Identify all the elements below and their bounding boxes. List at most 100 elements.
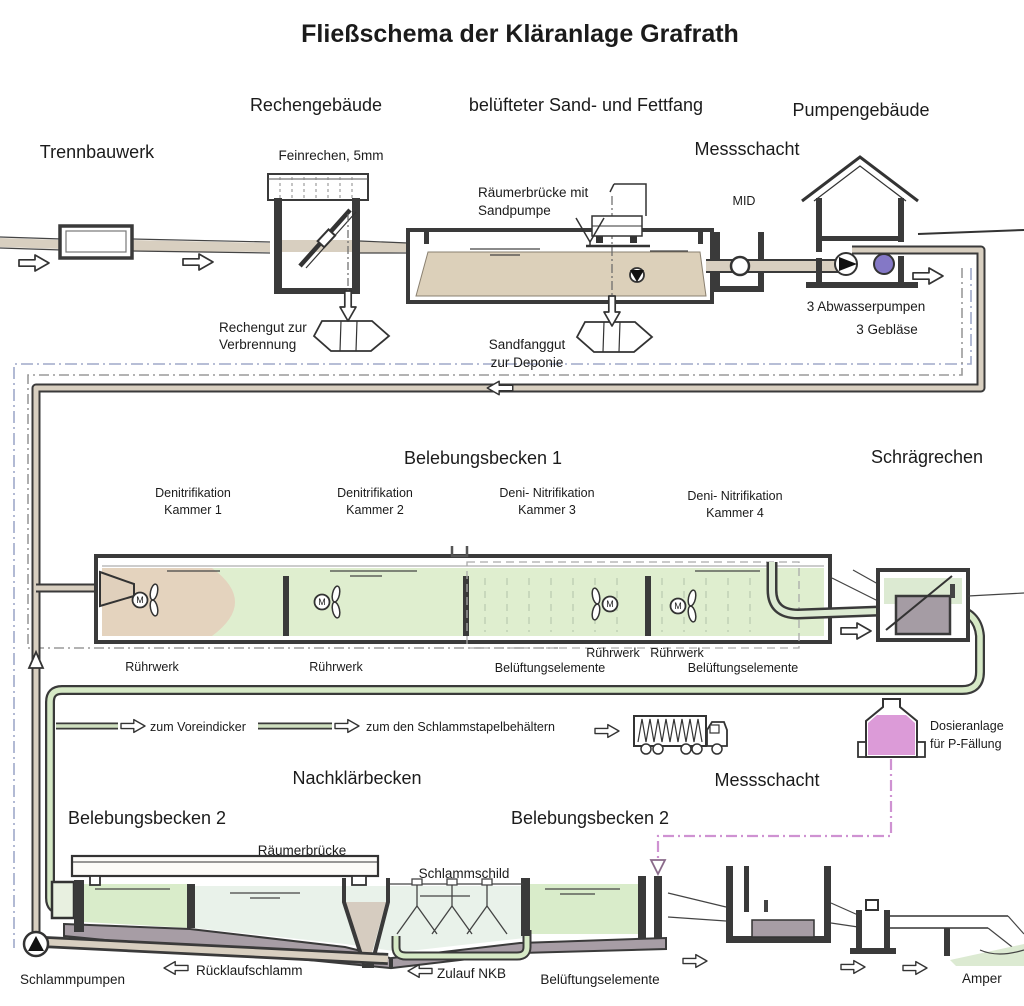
page-title: Fließschema der Kläranlage Grafrath [301,20,739,48]
water-surface-marks [95,888,620,899]
mixer-icon: M [591,587,619,621]
label-raeumerbruecke-2: Sandpumpe [478,203,551,218]
chamber-labels: Denitrifikation Kammer 1 Denitrifikation… [155,486,782,520]
raeumerbruecke-trolley-icon [575,183,650,248]
flow-arrow [840,622,872,640]
mixer-icon: M [313,585,341,619]
aeration-zone-outline [466,561,800,649]
label-schlammpumpen: Schlammpumpen [20,972,125,987]
label-kammer1-l2: Kammer 1 [164,503,222,517]
flow-arrow [902,960,928,976]
label-sandfanggut-2: zur Deponie [491,355,564,370]
flow-arrow [163,960,189,976]
label-kammer3-l1: Deni- Nitrifikation [499,486,594,500]
label-zum-voreindicker: zum Voreindicker [150,720,246,734]
label-raeumerbruecke-bottom: Räumerbrücke [258,843,347,858]
label-ruehrwerk-2: Rührwerk [309,660,363,674]
label-sand-fettfang: belüfteter Sand- und Fettfang [469,95,703,115]
label-rechengebaeude: Rechengebäude [250,95,382,115]
flow-arrow [407,963,433,979]
label-dosieranlage-2: für P-Fällung [930,737,1002,751]
dosing-tank-icon [857,698,926,758]
label-kammer4-l1: Deni- Nitrifikation [687,489,782,503]
label-ruehrwerk-3: Rührwerk [586,646,640,660]
label-dosieranlage-1: Dosieranlage [930,719,1004,733]
label-abwasserpumpen: 3 Abwasserpumpen [807,299,926,314]
messschacht-top-structure [706,232,846,292]
nkb-center-pit [342,878,390,968]
flow-arrow [18,254,50,272]
bottom-basin-walls [50,876,662,938]
bb1-outlet-pipe [766,562,881,620]
label-trennbauwerk: Trennbauwerk [40,142,155,162]
blower-icon [873,253,895,275]
zulauf-nkb-pipe [391,930,532,961]
label-pumpengebaeude: Pumpengebäude [792,100,929,120]
label-belueftung-bottom: Belüftungselemente [540,972,659,987]
label-nachklaerbecken: Nachklärbecken [292,768,421,788]
label-messschacht-bottom: Messschacht [714,770,819,790]
pump-house [801,155,1024,288]
water-surface-marks [167,570,760,577]
label-sandfanggut-1: Sandfanggut [489,337,566,352]
label-mid: MID [733,194,756,208]
schlammschild-scrapers [390,878,523,935]
flow-arrow [120,718,146,734]
label-kammer2-l2: Kammer 2 [346,503,404,517]
svg-text:M: M [318,597,326,607]
flow-arrows [18,253,944,979]
flow-arrow [682,953,708,969]
label-rechengut-1: Rechengut zur [219,320,307,335]
truck-icon [633,715,728,755]
belebungsbecken1-basin [94,546,832,644]
schraegrechen-structure [876,568,1024,642]
schlammpumpen-icon [22,930,50,958]
svg-text:M: M [136,595,144,605]
sewage-pump-icon [834,252,858,276]
svg-text:M: M [674,601,682,611]
raeumerbruecke-bridge [70,854,380,886]
label-feinrechen: Feinrechen, 5mm [278,148,383,163]
flow-arrow [334,718,360,734]
label-kammer2-l1: Denitrifikation [337,486,413,500]
flow-arrow [912,267,944,285]
sand-pump-icon [629,267,645,283]
label-ruehrwerk-4: Rührwerk [650,646,704,660]
inlet-channel [0,236,409,254]
label-ruehrwerk-1: Rührwerk [125,660,179,674]
aeration-grid [484,578,751,632]
rechengebaeude-structure [267,173,369,296]
messschacht-bottom-structure [667,866,831,943]
label-rechengut-2: Verbrennung [219,337,296,352]
rechengut-container-icon [312,320,391,352]
flow-arrow [486,380,514,396]
trennbauwerk-structure [58,224,134,260]
mid-flowmeter-icon [729,255,751,277]
label-raeumerbruecke-1: Räumerbrücke mit [478,185,589,200]
svg-text:M: M [606,599,614,609]
flow-arrow [594,723,620,739]
label-belueftung-1: Belüftungselemente [495,661,606,675]
outfall-structure [830,899,1024,966]
main-inflow-pipe [31,245,986,938]
label-kammer4-l2: Kammer 4 [706,506,764,520]
label-belebungsbecken1: Belebungsbecken 1 [404,448,562,468]
label-schlammschild: Schlammschild [419,866,510,881]
flow-arrow [27,649,45,669]
label-zulauf-nkb: Zulauf NKB [437,966,506,981]
label-kammer1-l1: Denitrifikation [155,486,231,500]
label-ruecklaufschlamm: Rücklaufschlamm [196,963,303,978]
sandfanggut-container-icon [575,321,654,353]
return-sludge-channel [43,936,389,965]
flow-arrow [182,253,214,271]
label-amper: Amper [962,971,1002,986]
label-bb2-left: Belebungsbecken 2 [68,808,226,828]
dosing-line [649,759,893,877]
label-zum-schlammstapel: zum den Schlammstapelbehältern [366,720,555,734]
sand-fettfang-basin [406,196,714,304]
flow-arrow [339,290,357,322]
label-bb2-right: Belebungsbecken 2 [511,808,669,828]
air-line-dashed [13,268,972,948]
